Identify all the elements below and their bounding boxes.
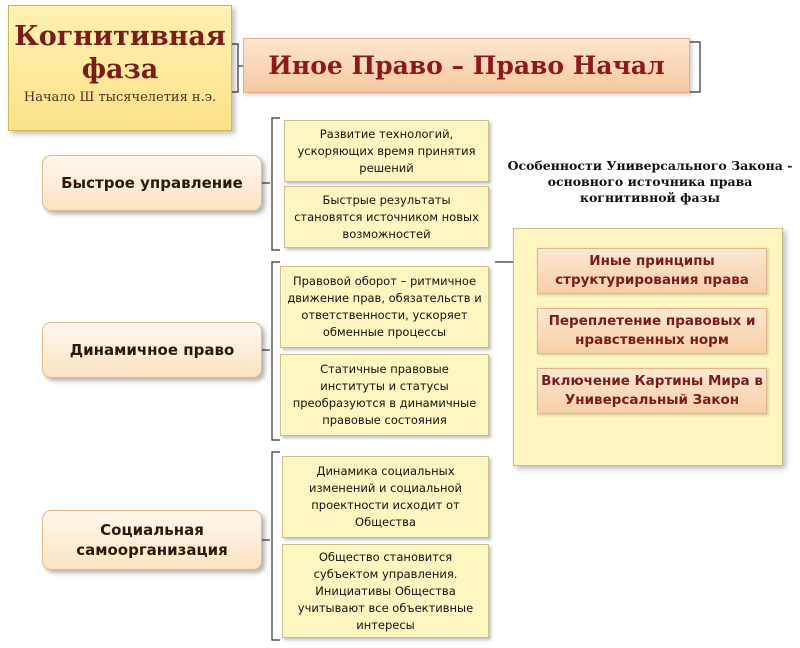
section1-item1: Развитие технологий, ускоряющих время пр… — [284, 120, 489, 182]
item-text: Быстрые результаты становятся источником… — [294, 192, 479, 241]
section3-item2: Общество становится субъектом управления… — [282, 544, 489, 638]
title-banner-bracket — [232, 43, 239, 93]
phase-title: Когнитивная фаза — [9, 20, 231, 86]
item-text: Общество становится субъектом управления… — [297, 549, 474, 632]
section-dynamic-law: Динамичное право — [42, 322, 262, 378]
main-banner-text: Иное Право – Право Начал — [268, 51, 665, 80]
item-text: Развитие технологий, ускоряющих время пр… — [297, 126, 476, 175]
section-fast-management: Быстрое управление — [42, 155, 262, 211]
section1-items-bracket — [271, 117, 280, 251]
section2-items-bracket — [271, 261, 280, 441]
item-text: Динамика социальных изменений и социальн… — [308, 464, 463, 529]
section-label-line2: самоорганизация — [76, 541, 228, 559]
item-text: Статичные правовые институты и статусы п… — [292, 362, 477, 427]
section-social-self-organization: Социальная самоорганизация — [42, 510, 262, 570]
section-label: Быстрое управление — [61, 174, 243, 192]
section1-item2: Быстрые результаты становятся источником… — [284, 186, 489, 248]
section2-item2: Статичные правовые институты и статусы п… — [280, 354, 489, 436]
section2-item1: Правовой оборот – ритмичное движение пра… — [280, 266, 489, 348]
principle-item-3: Включение Картины Мира в Универсальный З… — [537, 368, 767, 414]
principle-text: Включение Картины Мира в Универсальный З… — [541, 373, 763, 408]
right-panel-caption: Особенности Универсального Закона - осно… — [507, 158, 793, 205]
section3-items-bracket — [271, 451, 280, 641]
principle-item-1: Иные принципы структурирования права — [537, 248, 767, 294]
principle-text: Переплетение правовых и нравственных нор… — [548, 313, 756, 348]
item-text: Правовой оборот – ритмичное движение пра… — [287, 274, 482, 339]
phase-subtitle: Начало Ш тысячелетия н.э. — [23, 90, 217, 105]
section-label: Динамичное право — [69, 341, 235, 359]
phase-title-line2: фаза — [81, 54, 159, 85]
main-banner: Иное Право – Право Начал — [243, 38, 690, 93]
banner-right-bracket — [690, 41, 701, 93]
principle-item-2: Переплетение правовых и нравственных нор… — [537, 308, 767, 354]
phase-title-box: Когнитивная фаза Начало Ш тысячелетия н.… — [8, 5, 232, 131]
section3-item1: Динамика социальных изменений и социальн… — [282, 456, 489, 538]
principle-text: Иные принципы структурирования права — [555, 253, 749, 288]
phase-title-line1: Когнитивная — [14, 21, 226, 52]
section-label-line1: Социальная — [100, 521, 204, 539]
